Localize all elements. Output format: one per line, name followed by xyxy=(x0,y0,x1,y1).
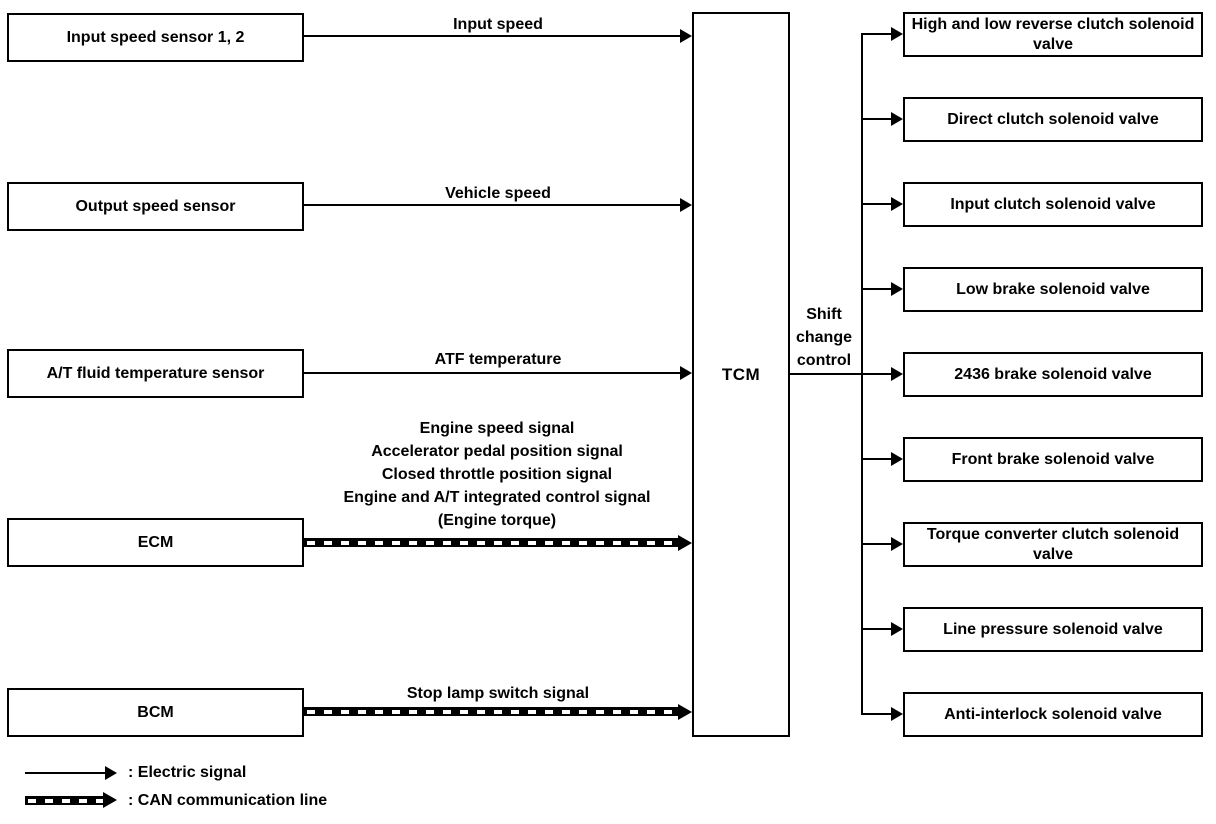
output-branch-line xyxy=(861,628,893,630)
shift-control-output-line xyxy=(790,373,891,375)
legend-electric-signal-line xyxy=(25,772,105,774)
output-branch-line xyxy=(861,543,893,545)
signal-label-vehicle-speed: Vehicle speed xyxy=(445,185,551,202)
arrowhead-icon xyxy=(891,537,903,551)
signal-label-input-speed: Input speed xyxy=(453,16,543,33)
input-box-ecm: ECM xyxy=(7,518,304,567)
output-trunk-line xyxy=(861,33,863,715)
electric-signal-line xyxy=(304,372,682,374)
output-branch-line xyxy=(861,713,893,715)
arrowhead-icon xyxy=(891,112,903,126)
shift-label-line: Shift xyxy=(806,306,842,323)
output-box-2436-brake: 2436 brake solenoid valve xyxy=(903,352,1203,397)
output-box-line-pressure: Line pressure solenoid valve xyxy=(903,607,1203,652)
output-box-front-brake: Front brake solenoid valve xyxy=(903,437,1203,482)
shift-change-control-label: Shift change control xyxy=(788,303,860,372)
arrowhead-icon xyxy=(891,622,903,636)
legend-can-line xyxy=(25,796,103,805)
arrowhead-icon xyxy=(105,766,117,780)
signal-line-text: Engine speed signal xyxy=(419,420,575,437)
output-box-input-clutch: Input clutch solenoid valve xyxy=(903,182,1203,227)
signal-line-text: Engine and A/T integrated control signal xyxy=(343,489,651,506)
input-box-input-speed-sensor: Input speed sensor 1, 2 xyxy=(7,13,304,62)
arrowhead-icon xyxy=(103,792,117,808)
electric-signal-line xyxy=(304,35,682,37)
signal-line-text: Closed throttle position signal xyxy=(381,466,613,483)
input-box-output-speed-sensor: Output speed sensor xyxy=(7,182,304,231)
legend-electric-signal-label: : Electric signal xyxy=(128,764,247,781)
can-communication-line xyxy=(304,538,678,547)
can-communication-line xyxy=(304,707,678,716)
output-box-high-low-reverse-clutch: High and low reverse clutch solenoid val… xyxy=(903,12,1203,57)
arrowhead-icon xyxy=(891,282,903,296)
arrowhead-icon xyxy=(891,197,903,211)
signal-line-text: (Engine torque) xyxy=(437,512,557,529)
arrowhead-icon xyxy=(891,27,903,41)
legend-can-label: : CAN communication line xyxy=(128,792,328,809)
output-branch-line xyxy=(861,458,893,460)
output-branch-line xyxy=(861,118,893,120)
arrowhead-icon xyxy=(891,707,903,721)
shift-label-line: change xyxy=(795,329,852,346)
arrowhead-icon xyxy=(678,535,692,551)
arrowhead-icon xyxy=(680,198,692,212)
arrowhead-icon xyxy=(678,704,692,720)
signal-label-atf-temperature: ATF temperature xyxy=(434,351,562,368)
output-branch-line xyxy=(861,33,893,35)
electric-signal-line xyxy=(304,204,682,206)
arrowhead-icon xyxy=(891,367,903,381)
signal-label-stop-lamp-switch: Stop lamp switch signal xyxy=(406,685,590,702)
output-box-anti-interlock: Anti-interlock solenoid valve xyxy=(903,692,1203,737)
output-branch-line xyxy=(861,203,893,205)
signal-label-ecm-signals: Engine speed signal Accelerator pedal po… xyxy=(300,417,694,532)
shift-label-line: control xyxy=(796,352,852,369)
arrowhead-icon xyxy=(680,29,692,43)
output-box-direct-clutch: Direct clutch solenoid valve xyxy=(903,97,1203,142)
output-branch-line xyxy=(861,288,893,290)
arrowhead-icon xyxy=(891,452,903,466)
input-box-at-fluid-temperature-sensor: A/T fluid temperature sensor xyxy=(7,349,304,398)
signal-line-text: Accelerator pedal position signal xyxy=(371,443,623,460)
input-box-bcm: BCM xyxy=(7,688,304,737)
arrowhead-icon xyxy=(680,366,692,380)
output-box-low-brake: Low brake solenoid valve xyxy=(903,267,1203,312)
tcm-box: TCM xyxy=(692,12,790,737)
output-box-torque-converter-clutch: Torque converter clutch solenoid valve xyxy=(903,522,1203,567)
